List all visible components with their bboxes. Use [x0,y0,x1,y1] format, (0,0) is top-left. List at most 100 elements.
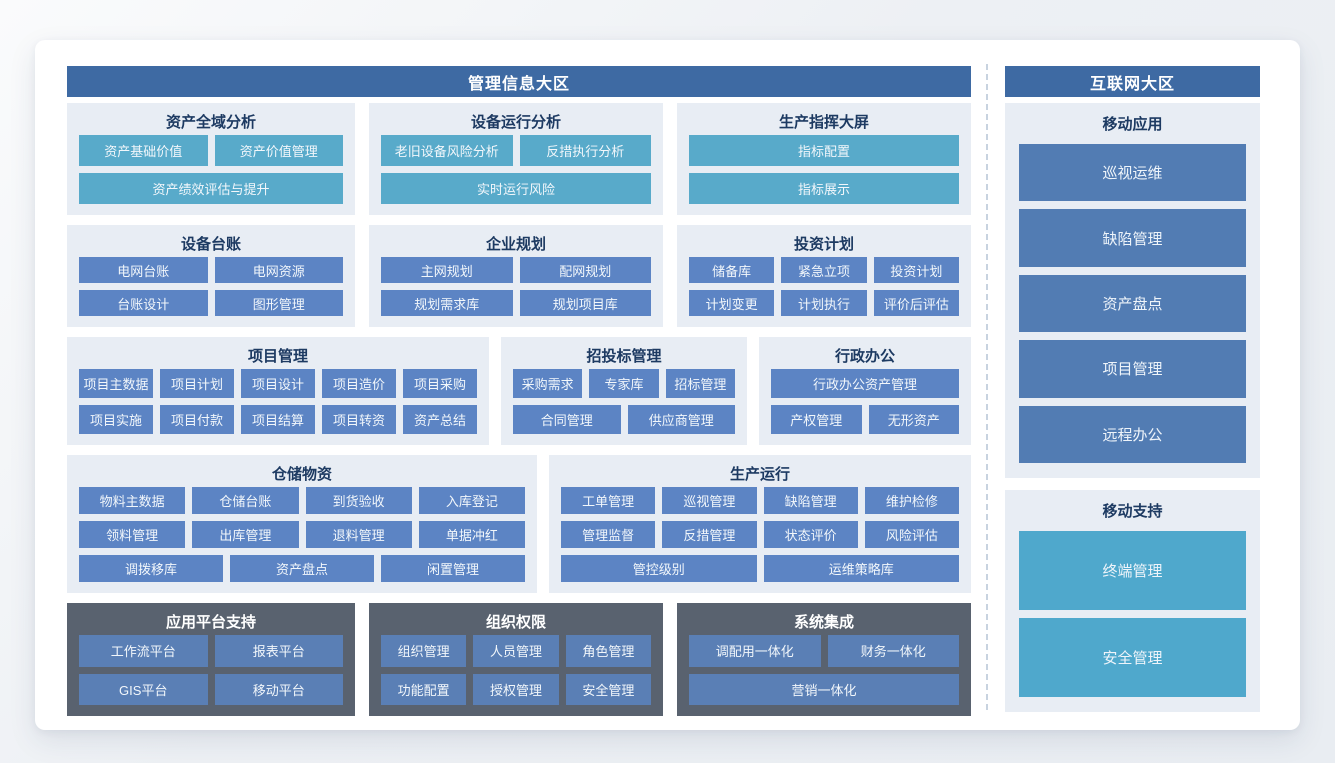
module-button[interactable]: 项目转资 [322,405,396,434]
module-button[interactable]: 计划变更 [689,290,775,316]
module-button[interactable]: 电网资源 [214,257,343,283]
module-button[interactable]: 终端管理 [1019,531,1246,610]
module-button[interactable]: 反措管理 [662,521,757,548]
module-button[interactable]: 项目管理 [1019,340,1246,398]
module-button[interactable]: 专家库 [589,369,659,398]
module-button[interactable]: 功能配置 [381,673,467,705]
module-button[interactable]: 项目造价 [322,369,396,398]
module-button[interactable]: 反措执行分析 [519,135,651,166]
main-card: 管理信息大区 互联网大区 资产全域分析 资产基础价值资产价值管理资产绩效评估与提… [35,40,1300,730]
module-button[interactable]: 紧急立项 [781,257,867,283]
module-button-row: 指标配置 [689,135,959,166]
module-button[interactable]: 资产总结 [403,405,477,434]
module-button[interactable]: 供应商管理 [627,405,735,434]
module-button[interactable]: 配网规划 [519,257,651,283]
module-button[interactable]: 巡视管理 [662,487,757,514]
module-button[interactable]: 招标管理 [665,369,735,398]
module-button[interactable]: 评价后评估 [873,290,959,316]
module-button[interactable]: 移动平台 [214,673,343,705]
module-button[interactable]: 电网台账 [79,257,208,283]
section-title: 移动支持 [1102,503,1163,520]
module-button[interactable]: 资产基础价值 [79,135,208,166]
module-button[interactable]: 仓储台账 [192,487,299,514]
module-button[interactable]: 项目结算 [241,405,315,434]
module-button[interactable]: 采购需求 [513,369,583,398]
section-title: 企业规划 [485,236,546,253]
module-button[interactable]: 项目付款 [160,405,234,434]
module-button[interactable]: 资产盘点 [1019,274,1246,333]
module-button[interactable]: 组织管理 [381,635,467,667]
module-button[interactable]: 远程办公 [1019,405,1246,464]
module-button[interactable]: 授权管理 [473,673,559,705]
module-button[interactable]: GIS平台 [79,673,208,705]
module-button-row: 项目主数据项目计划项目设计项目造价项目采购 [79,369,477,398]
module-button[interactable]: 到货验收 [305,487,412,514]
module-button[interactable]: 闲置管理 [381,555,525,582]
internet-region-column: 移动应用 巡视运维缺陷管理资产盘点项目管理远程办公 移动支持 终端管理安全管理 [1005,103,1260,712]
module-button[interactable]: 安全管理 [1019,618,1246,697]
section-title: 移动应用 [1102,116,1163,133]
module-button[interactable]: 项目计划 [160,369,234,398]
module-button[interactable]: 管理监督 [561,521,656,548]
module-button[interactable]: 合同管理 [513,405,621,434]
module-button[interactable]: 巡视运维 [1019,144,1246,202]
module-button[interactable]: 资产价值管理 [214,135,343,166]
section-bidding-management: 招投标管理 采购需求专家库招标管理合同管理供应商管理 [501,337,747,445]
module-button[interactable]: 运维策略库 [763,555,959,582]
module-button[interactable]: 项目实施 [79,405,153,434]
module-button[interactable]: 物料主数据 [79,487,186,514]
module-button[interactable]: 工单管理 [561,487,656,514]
module-button[interactable]: 指标展示 [689,173,959,204]
module-button[interactable]: 无形资产 [868,405,959,434]
section-equipment-operation-analysis: 设备运行分析 老旧设备风险分析反措执行分析实时运行风险 [369,103,663,215]
module-button[interactable]: 规划需求库 [381,290,513,316]
module-button[interactable]: 缺陷管理 [763,487,858,514]
module-button[interactable]: 计划执行 [781,290,867,316]
module-button-row: 采购需求专家库招标管理 [513,369,735,398]
module-button[interactable]: 调配用一体化 [689,635,821,667]
module-button[interactable]: 安全管理 [565,673,651,705]
section-warehouse-materials: 仓储物资 物料主数据仓储台账到货验收入库登记领料管理出库管理退料管理单据冲红调拨… [67,455,537,593]
module-button[interactable]: 产权管理 [771,405,862,434]
module-button[interactable]: 主网规划 [381,257,513,283]
module-button[interactable]: 维护检修 [864,487,959,514]
module-button[interactable]: 资产盘点 [230,555,374,582]
module-button[interactable]: 资产绩效评估与提升 [79,173,343,204]
module-button[interactable]: 领料管理 [79,521,186,548]
section-title: 设备运行分析 [470,114,561,131]
module-button[interactable]: 老旧设备风险分析 [381,135,513,166]
module-button[interactable]: 实时运行风险 [381,173,651,204]
module-button[interactable]: 项目主数据 [79,369,153,398]
module-button[interactable]: 单据冲红 [418,521,525,548]
module-button-row: 主网规划配网规划 [381,257,651,283]
module-button[interactable]: 退料管理 [305,521,412,548]
module-button[interactable]: 人员管理 [473,635,559,667]
module-button[interactable]: 项目设计 [241,369,315,398]
module-button[interactable]: 调拨移库 [79,555,223,582]
module-button[interactable]: 报表平台 [214,635,343,667]
module-button[interactable]: 项目采购 [403,369,477,398]
module-button[interactable]: 营销一体化 [689,673,959,705]
section-mobile-apps: 移动应用 巡视运维缺陷管理资产盘点项目管理远程办公 [1005,103,1260,478]
module-button-row: 实时运行风险 [381,173,651,204]
module-button[interactable]: 工作流平台 [79,635,208,667]
module-button[interactable]: 缺陷管理 [1019,209,1246,267]
section-title: 行政办公 [834,348,895,365]
module-button[interactable]: 状态评价 [763,521,858,548]
module-button[interactable]: 投资计划 [873,257,959,283]
module-button[interactable]: 行政办公资产管理 [771,369,959,398]
module-button[interactable]: 图形管理 [214,290,343,316]
section-title: 系统集成 [793,614,854,631]
module-button[interactable]: 风险评估 [864,521,959,548]
module-button[interactable]: 指标配置 [689,135,959,166]
module-button[interactable]: 出库管理 [192,521,299,548]
module-button[interactable]: 财务一体化 [827,635,959,667]
section-title: 设备台账 [180,236,241,253]
module-button[interactable]: 规划项目库 [519,290,651,316]
module-button[interactable]: 入库登记 [418,487,525,514]
module-button[interactable]: 台账设计 [79,290,208,316]
module-button[interactable]: 管控级别 [561,555,757,582]
module-button[interactable]: 角色管理 [565,635,651,667]
module-button[interactable]: 储备库 [689,257,775,283]
